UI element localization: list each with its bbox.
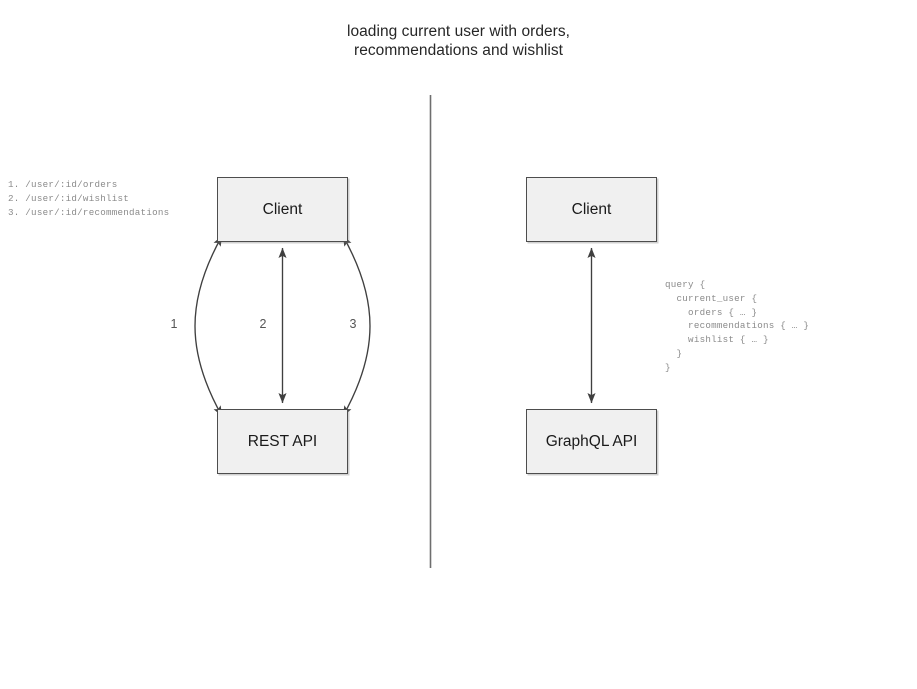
- page-title: loading current user with orders, recomm…: [346, 23, 571, 59]
- edge-3-recommendations: [342, 235, 371, 417]
- rest-endpoints-list: 1. /user/:id/orders 2. /user/:id/wishlis…: [8, 179, 170, 218]
- node-client-graphql[interactable]: Client: [526, 177, 657, 242]
- node-rest-api[interactable]: REST API: [217, 409, 348, 474]
- node-graphql-api[interactable]: GraphQL API: [526, 409, 657, 474]
- graphql-query-snippet: query { current_user { orders { … } reco…: [665, 279, 810, 373]
- edge-label-1: 1: [170, 317, 178, 331]
- node-client-rest[interactable]: Client: [217, 177, 348, 242]
- edge-label-2: 2: [259, 317, 267, 331]
- edge-1-orders: [194, 235, 223, 417]
- edge-label-3: 3: [349, 317, 357, 331]
